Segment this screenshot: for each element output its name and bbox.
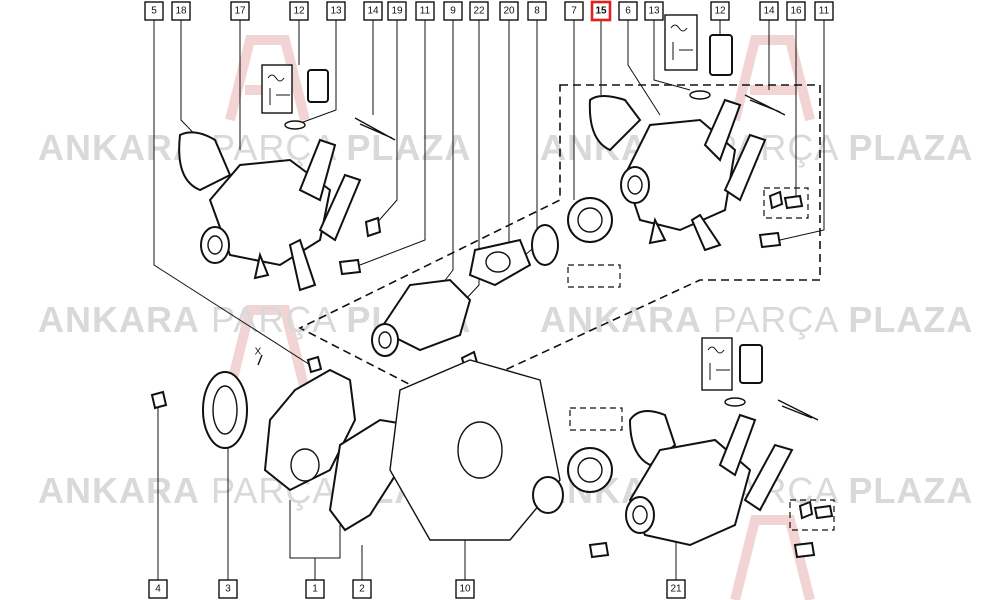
pump-body: [263, 368, 357, 492]
callout-top-box-15: [618, 1, 638, 21]
sensor-symbol-left: [261, 64, 293, 114]
callout-top-label-15: 6: [625, 6, 631, 17]
callout-bottom-box-4: [352, 579, 372, 599]
callout-top-box-10: [469, 1, 489, 21]
sensor-symbol-bottom: [701, 337, 733, 391]
thermostat-housing-bottom: [532, 344, 834, 559]
callout-top-box-20: [814, 1, 834, 21]
callout-bottom-box-5: [455, 579, 475, 599]
callout-x-label: X: [255, 347, 262, 358]
callouts-bottom-row: 4 3 1 2 10 21: [148, 579, 686, 599]
pump-gasket: [328, 418, 412, 532]
callouts-top-row: 5 18 17 12 13 14 19 11 9 22 20 8 7 15 6 13 12 14 16 11: [144, 0, 834, 22]
callout-bottom-label-1: 4: [155, 584, 161, 595]
o-ring-bottom: [532, 476, 564, 514]
svg-text:ANKARA PARÇA PLAZA: ANKARA PARÇA PLAZA: [38, 127, 471, 168]
callout-top-label-4: 12: [293, 6, 305, 17]
watermark-word-ankara: ANKARA: [38, 127, 200, 168]
callout-top-box-9: [443, 1, 463, 21]
callout-top-box-4: [289, 1, 309, 21]
callout-top-box-12: [527, 1, 547, 21]
temperature-sensor-right: [709, 34, 733, 76]
watermark-text: ANKARA PARÇA PLAZA ANKARA PARÇA PLAZA AN…: [38, 127, 973, 511]
exploded-view-outlines: [298, 84, 835, 531]
callout-top-label-2: 18: [175, 6, 187, 17]
callout-top-label-19: 16: [790, 6, 802, 17]
callout-top-box-1: [144, 1, 164, 21]
callout-top-label-9: 9: [450, 6, 456, 17]
callout-top-label-20: 11: [819, 6, 830, 17]
callout-top-box-5: [326, 1, 346, 21]
callout-top-box-13: [564, 1, 584, 21]
callout-top-box-17: [710, 1, 730, 21]
water-pump-assembly: X: [150, 347, 412, 532]
watermark-word-plaza: PLAZA: [346, 127, 471, 168]
sensor-symbol-right: [664, 14, 698, 71]
callout-top-label-16: 13: [648, 6, 660, 17]
callout-top-box-19: [786, 1, 806, 21]
callout-top-label-11: 20: [503, 6, 515, 17]
engine-block-outline: [389, 359, 561, 541]
temperature-sensor-left: [307, 69, 329, 103]
callout-bottom-label-3: 1: [312, 584, 318, 595]
housing-gasket-left: [178, 131, 232, 192]
callout-top-label-3: 17: [234, 6, 246, 17]
callout-top-label-14: 15: [595, 6, 607, 17]
callout-top-box-3: [230, 1, 250, 21]
callout-bottom-box-3: [305, 579, 325, 599]
callout-top-box-16: [644, 1, 664, 21]
o-ring-middle: [531, 224, 559, 266]
callout-bottom-label-2: 3: [225, 584, 231, 595]
callout-top-label-5: 13: [330, 6, 342, 17]
callout-bottom-label-4: 2: [359, 584, 365, 595]
callout-top-box-8: [415, 1, 435, 21]
callout-top-label-1: 5: [151, 6, 157, 17]
callout-top-box-7: [387, 1, 407, 21]
thermostat-housing-left: [178, 69, 396, 292]
callout-bottom-label-6: 21: [670, 584, 682, 595]
svg-text:ANKARA PARÇA PLAZA: ANKARA PARÇA PLAZA: [540, 299, 973, 340]
callout-top-label-10: 22: [473, 6, 485, 17]
callout-top-box-2: [171, 1, 191, 21]
callout-bottom-box-6: [666, 579, 686, 599]
temperature-sensor-bottom: [739, 344, 763, 384]
callout-top-label-18: 14: [763, 6, 775, 17]
watermark-logo: [225, 35, 815, 600]
callout-top-label-17: 12: [714, 6, 726, 17]
callout-bottom-label-5: 10: [459, 584, 471, 595]
callout-top-box-14: [590, 0, 612, 22]
callout-top-label-8: 11: [420, 6, 431, 17]
thermostat-outlet-middle: [371, 197, 613, 374]
callout-bottom-box-1: [148, 579, 168, 599]
callout-top-box-18: [759, 1, 779, 21]
thermostat-housing-right: [588, 34, 804, 252]
leader-lines-top: [153, 18, 825, 371]
callout-top-box-11: [499, 1, 519, 21]
callout-bottom-box-2: [218, 579, 238, 599]
callout-top-label-7: 19: [391, 6, 403, 17]
callout-top-box-6: [363, 1, 383, 21]
callout-top-label-6: 14: [367, 6, 379, 17]
callout-top-label-12: 8: [534, 6, 540, 17]
housing-gasket-right: [588, 95, 642, 152]
callout-top-label-13: 7: [571, 6, 577, 17]
